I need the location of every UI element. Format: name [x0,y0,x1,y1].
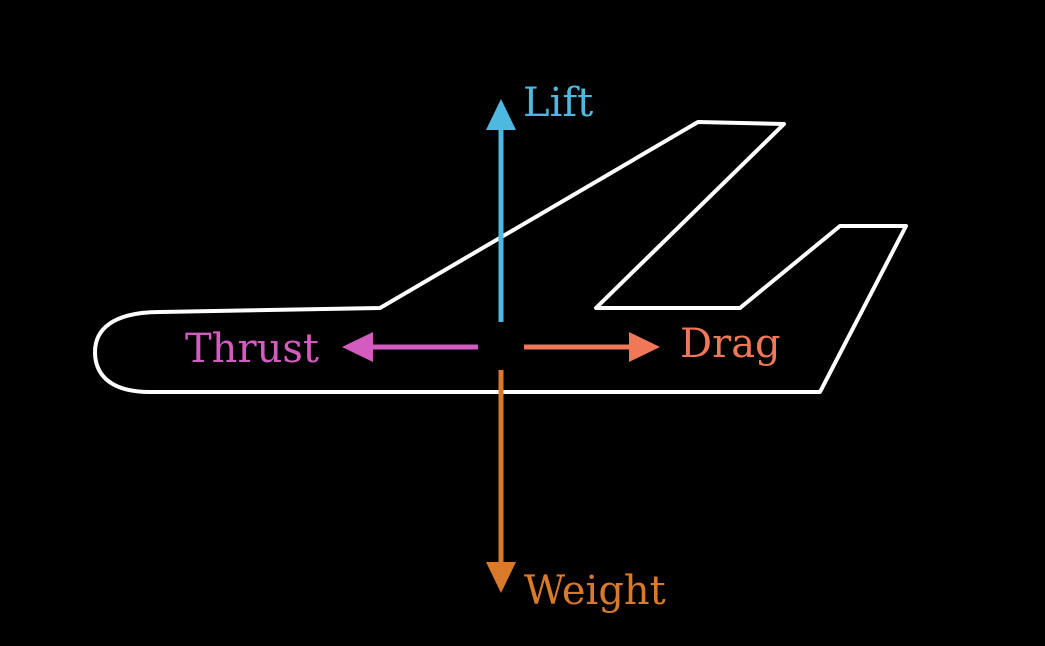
lift-label: Lift [523,80,593,126]
airplane-outline [93,120,908,394]
fuselage-and-tail-fin [93,120,908,394]
weight-arrow [486,370,516,593]
drag-label: Drag [680,321,781,367]
drag-arrow [524,332,660,362]
thrust-arrow [342,332,478,362]
thrust-label: Thrust [185,326,319,372]
weight-arrowhead [486,562,516,593]
drag-arrowhead [629,332,660,362]
lift-arrowhead [486,99,516,130]
thrust-arrowhead [342,332,373,362]
lift-arrow [486,99,516,322]
weight-label: Weight [524,568,666,614]
